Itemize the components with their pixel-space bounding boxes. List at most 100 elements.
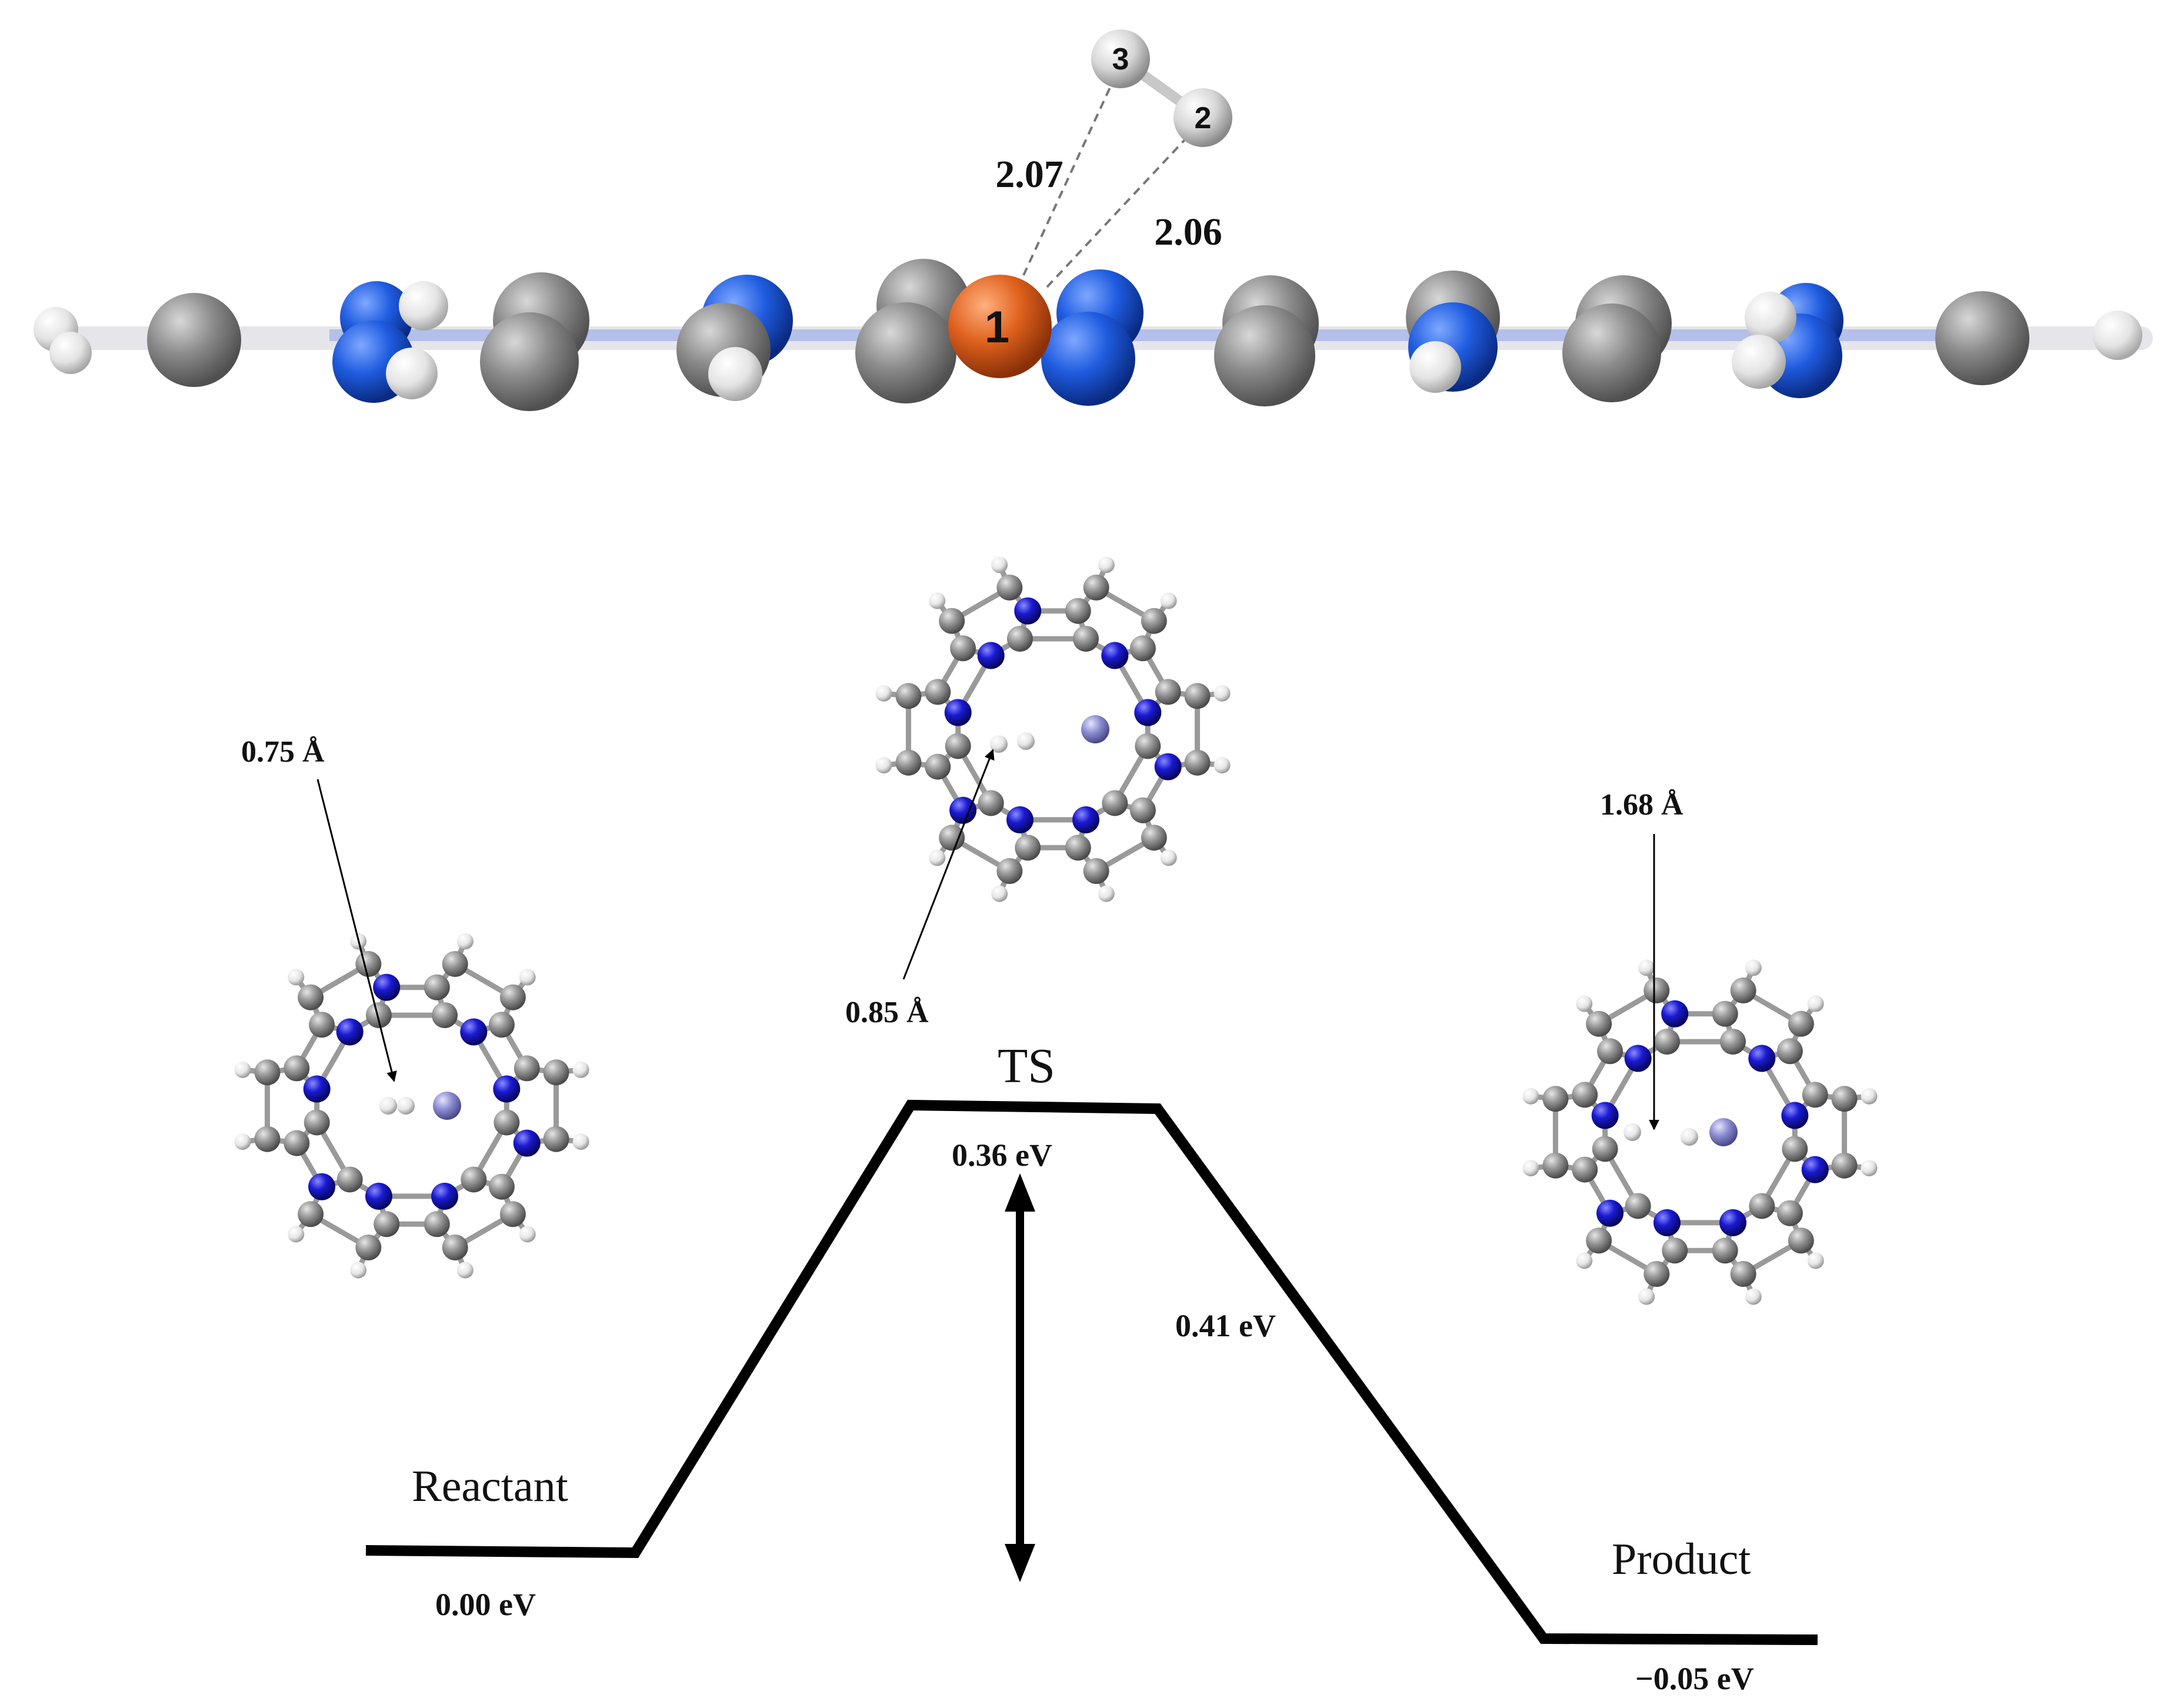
distance-label-2-06: 2.06 (1154, 211, 1222, 253)
carbon-atom (1586, 1227, 1612, 1254)
nitrogen-atom (1154, 753, 1182, 780)
h-atom-2 (1173, 88, 1232, 147)
atom-label-1: 1 (985, 302, 1009, 352)
carbon-atom (1542, 1152, 1569, 1179)
carbon-atom (432, 1002, 458, 1029)
metal-atom (1709, 1118, 1738, 1146)
adsorbed-h-atom (1681, 1128, 1698, 1146)
hydrogen-atom (1861, 1087, 1878, 1105)
hydrogen-atom (234, 1061, 251, 1078)
side-c-atom (1935, 291, 2029, 385)
side-c-atom (1562, 303, 1661, 402)
hydrogen-atom (519, 969, 536, 986)
carbon-atom (1184, 749, 1211, 776)
product-energy: −0.05 eV (1635, 1661, 1754, 1696)
distance-label-2-07: 2.07 (995, 153, 1064, 196)
nitrogen-atom (949, 796, 977, 824)
reactant-structure (234, 933, 589, 1279)
carbon-atom (1643, 978, 1670, 1004)
carbon-atom (1083, 575, 1109, 601)
carbon-atom (1788, 1010, 1814, 1037)
hydrogen-atom (929, 592, 946, 609)
hydrogen-atom (519, 1226, 536, 1243)
carbon-atom (1073, 626, 1099, 652)
hydrogen-atom (875, 757, 892, 774)
carbon-atom (1129, 635, 1156, 662)
carbon-atom (1586, 1010, 1612, 1037)
atom-label-2: 2 (1195, 101, 1212, 135)
carbon-atom (424, 974, 450, 1000)
carbon-atom (1006, 626, 1033, 652)
barrier-energy: 0.41 eV (1175, 1308, 1276, 1343)
carbon-atom (374, 1211, 400, 1237)
carbon-atom (1141, 608, 1167, 634)
nitrogen-atom (431, 1182, 459, 1210)
ts-bond-length: 0.85 Å (845, 996, 929, 1029)
hydrogen-atom (288, 1226, 305, 1243)
nitrogen-atom (308, 1173, 336, 1200)
hydrogen-atom (929, 849, 946, 866)
side-h-atom (1732, 335, 1786, 389)
carbon-atom (1102, 790, 1128, 816)
side-c-atom (855, 302, 956, 403)
nitrogen-atom (460, 1018, 488, 1046)
carbon-atom (514, 1055, 540, 1082)
barrier-arrow-head-up (1005, 1173, 1035, 1212)
hydrogen-atom (1098, 556, 1115, 573)
nitrogen-atom (1653, 1209, 1681, 1236)
carbon-atom (254, 1126, 281, 1152)
carbon-atom (499, 984, 526, 1010)
hydrogen-atom (1576, 995, 1593, 1012)
nitrogen-atom (1801, 1156, 1829, 1183)
carbon-atom (309, 1012, 335, 1038)
carbon-atom (1155, 679, 1181, 705)
hydrogen-atom (456, 933, 474, 950)
carbon-atom (284, 1055, 310, 1082)
carbon-atom (543, 1126, 569, 1152)
hydrogen-atom (1861, 1160, 1878, 1177)
carbon-atom (336, 1166, 363, 1193)
carbon-atom (925, 679, 951, 705)
hydrogen-atom (234, 1133, 251, 1150)
adsorbed-h-atom (397, 1097, 415, 1115)
carbon-atom (1782, 1136, 1808, 1162)
carbon-atom (978, 790, 1004, 816)
side-h-atom (1409, 341, 1461, 393)
carbon-atom (1065, 835, 1091, 861)
carbon-atom (996, 858, 1023, 884)
carbon-atom (1788, 1227, 1814, 1254)
nitrogen-atom (373, 973, 401, 1001)
carbon-atom (254, 1059, 281, 1086)
carbon-atom (1749, 1193, 1775, 1219)
h-atom-3 (1091, 29, 1150, 88)
carbon-atom (1625, 1193, 1651, 1219)
side-h-atom (399, 281, 448, 331)
product-structure (1522, 959, 1878, 1305)
side-h-atom (386, 348, 438, 399)
carbon-atom (1592, 1136, 1618, 1162)
carbon-atom (1135, 733, 1161, 759)
carbon-atom (442, 951, 468, 978)
carbon-atom (1730, 978, 1756, 1004)
carbon-atom (1720, 1029, 1746, 1055)
carbon-atom (1065, 598, 1091, 624)
carbon-atom (1597, 1038, 1623, 1065)
carbon-atom (355, 1234, 382, 1260)
distance-line-2-07 (1022, 64, 1122, 276)
carbon-atom (1776, 1038, 1803, 1065)
hydrogen-atom (991, 556, 1008, 573)
carbon-atom (1776, 1200, 1803, 1226)
nitrogen-atom (1719, 1209, 1747, 1236)
side-c-atom (480, 312, 579, 411)
carbon-atom (355, 951, 382, 978)
nitrogen-atom (1101, 642, 1129, 669)
barrier-arrow-head-down (1005, 1544, 1035, 1582)
product-label: Product (1612, 1534, 1751, 1584)
carbon-atom (1572, 1156, 1598, 1183)
distance-line-2-06 (1046, 122, 1201, 288)
carbon-atom (1083, 858, 1109, 884)
hydrogen-atom (456, 1262, 474, 1279)
nitrogen-atom (1591, 1102, 1619, 1129)
nitrogen-atom (513, 1129, 541, 1157)
